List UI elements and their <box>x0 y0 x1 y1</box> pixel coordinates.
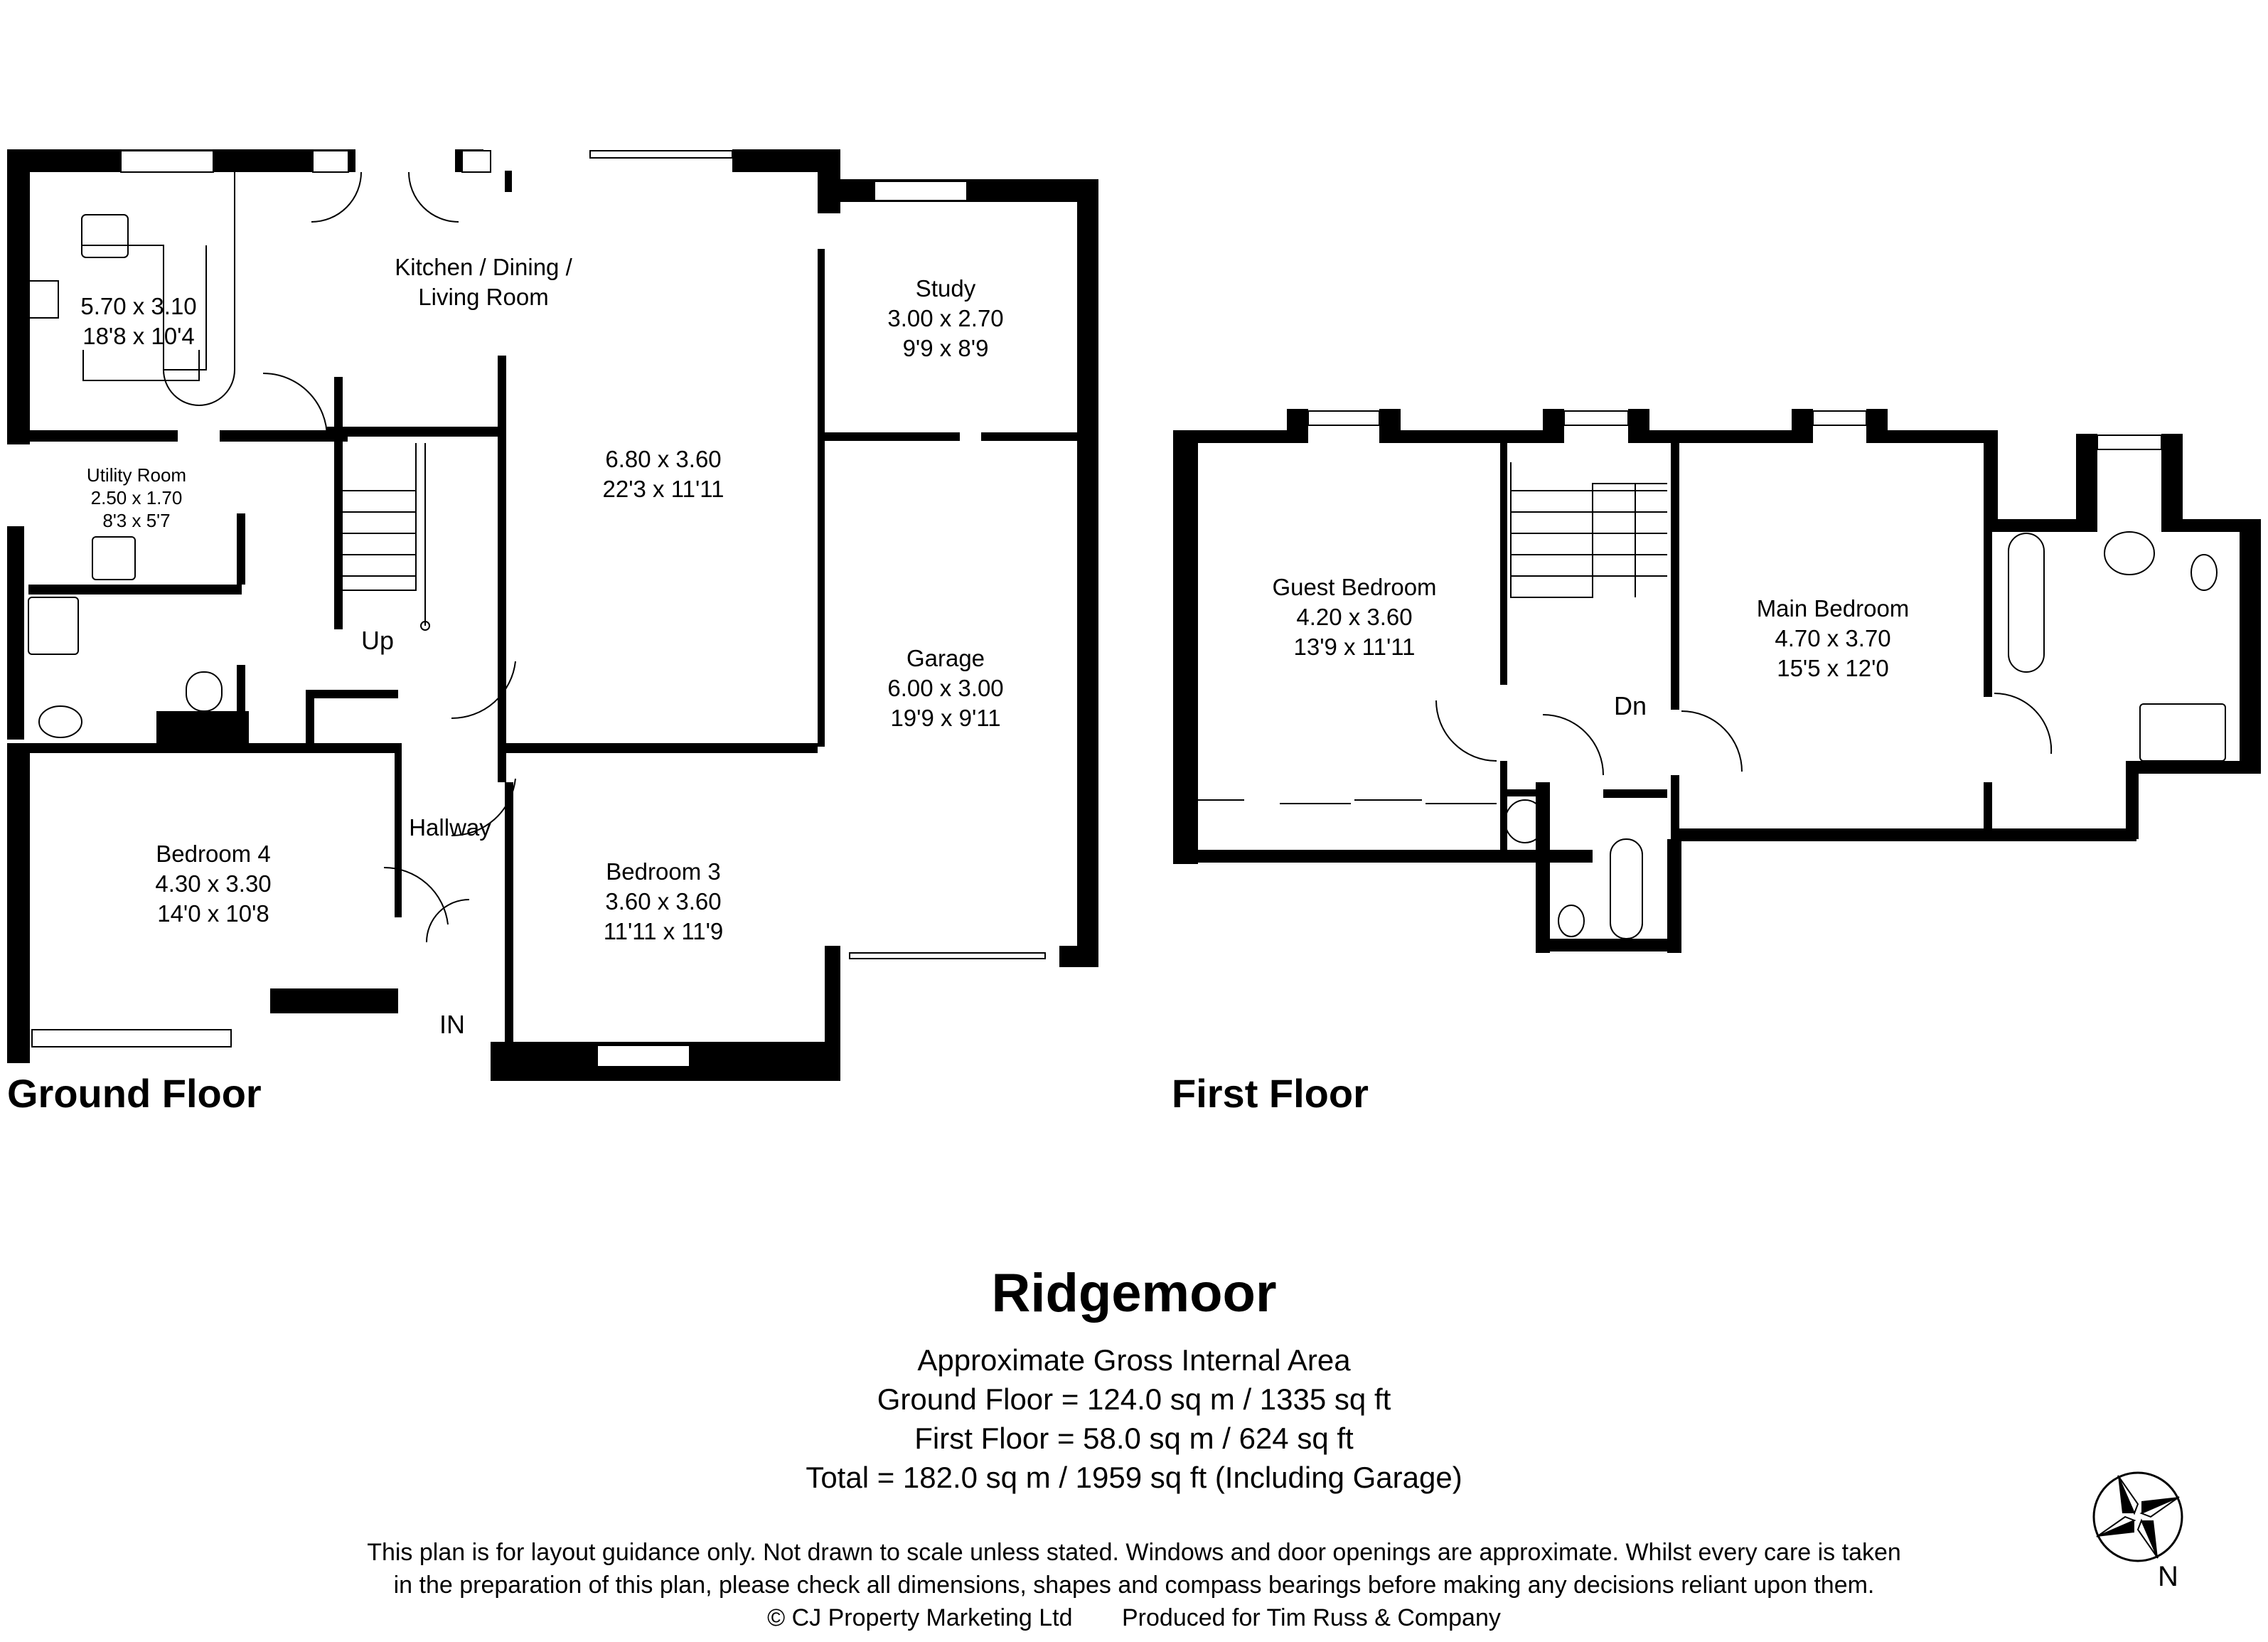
ground-floor-walls <box>7 149 1098 1081</box>
room-label-bedroom-3: Bedroom 3 3.60 x 3.60 11'11 x 11'9 <box>604 857 724 947</box>
room-name: Utility Room <box>86 464 187 486</box>
disclaimer-line-2: in the preparation of this plan, please … <box>393 1572 1875 1599</box>
room-imperial: 22'3 x 11'11 <box>602 476 724 502</box>
room-label-guest-bedroom: Guest Bedroom 4.20 x 3.60 13'9 x 11'11 <box>1272 572 1436 662</box>
room-label-living-area: 6.80 x 3.60 22'3 x 11'11 <box>602 444 724 504</box>
first-floor-title: First Floor <box>1172 1071 1369 1116</box>
stairs-down-label: Dn <box>1614 691 1647 720</box>
room-name: Main Bedroom <box>1756 595 1910 622</box>
room-name: Garage <box>906 645 985 671</box>
ground-floor-windows <box>31 150 1046 1067</box>
room-metric: 5.70 x 3.10 <box>80 293 197 319</box>
room-imperial: 18'8 x 10'4 <box>82 323 195 349</box>
first-floor-walls <box>1173 409 2261 953</box>
area-first: First Floor = 58.0 sq m / 624 sq ft <box>914 1422 1354 1455</box>
room-name: Study <box>915 275 976 302</box>
room-metric: 6.00 x 3.00 <box>887 675 1004 701</box>
room-imperial: 13'9 x 11'11 <box>1293 634 1416 660</box>
produced-for: Produced for Tim Russ & Company <box>1122 1604 1501 1631</box>
room-label-bedroom-4: Bedroom 4 4.30 x 3.30 14'0 x 10'8 <box>155 839 271 929</box>
room-metric: 3.00 x 2.70 <box>887 305 1004 331</box>
room-label-hallway: Hallway <box>409 813 491 843</box>
room-metric: 2.50 x 1.70 <box>90 487 183 508</box>
disclaimer: This plan is for layout guidance only. N… <box>367 1536 1901 1634</box>
room-metric: 4.30 x 3.30 <box>155 870 272 897</box>
room-imperial: 8'3 x 5'7 <box>102 510 171 531</box>
room-metric: 4.70 x 3.70 <box>1775 625 1891 651</box>
area-summary: Approximate Gross Internal Area Ground F… <box>806 1340 1462 1497</box>
area-heading: Approximate Gross Internal Area <box>917 1343 1351 1377</box>
room-imperial: 15'5 x 12'0 <box>1777 655 1889 681</box>
room-label-kitchen-dining-living: Kitchen / Dining / Living Room <box>395 252 572 312</box>
entrance-label: IN <box>439 1010 465 1039</box>
ground-floor-fittings <box>28 171 516 943</box>
compass-north-label: N <box>2158 1561 2178 1592</box>
room-imperial: 14'0 x 10'8 <box>157 900 269 927</box>
compass-rose-icon <box>2092 1471 2183 1562</box>
room-name: Bedroom 3 <box>606 858 721 885</box>
room-name: Bedroom 4 <box>156 841 271 867</box>
stairs-up-label: Up <box>361 626 395 655</box>
room-name: Hallway <box>409 814 491 841</box>
disclaimer-line-1: This plan is for layout guidance only. N… <box>367 1539 1901 1566</box>
first-floor-fittings <box>1198 410 2226 939</box>
room-metric: 6.80 x 3.60 <box>605 446 722 472</box>
copyright: © CJ Property Marketing Ltd <box>767 1604 1073 1631</box>
room-imperial: 9'9 x 8'9 <box>902 335 989 361</box>
property-title: Ridgemoor <box>991 1263 1277 1323</box>
room-label-utility: Utility Room 2.50 x 1.70 8'3 x 5'7 <box>87 464 186 532</box>
room-name: Kitchen / Dining / <box>395 254 572 280</box>
room-metric: 3.60 x 3.60 <box>605 888 722 915</box>
room-label-main-bedroom: Main Bedroom 4.70 x 3.70 15'5 x 12'0 <box>1757 594 1910 683</box>
area-total: Total = 182.0 sq m / 1959 sq ft (Includi… <box>806 1461 1462 1494</box>
credits: © CJ Property Marketing Ltd Produced for… <box>367 1601 1901 1634</box>
ground-floor-title: Ground Floor <box>7 1071 262 1116</box>
room-label-garage: Garage 6.00 x 3.00 19'9 x 9'11 <box>887 644 1003 733</box>
room-name: Guest Bedroom <box>1272 574 1437 600</box>
room-label-study: Study 3.00 x 2.70 9'9 x 8'9 <box>887 274 1003 363</box>
room-label-kitchen-area: 5.70 x 3.10 18'8 x 10'4 <box>80 292 196 351</box>
area-ground: Ground Floor = 124.0 sq m / 1335 sq ft <box>877 1382 1391 1416</box>
room-imperial: 19'9 x 9'11 <box>890 705 1001 731</box>
room-metric: 4.20 x 3.60 <box>1296 604 1413 630</box>
room-name-line2: Living Room <box>418 284 549 310</box>
room-imperial: 11'11 x 11'9 <box>603 918 724 944</box>
